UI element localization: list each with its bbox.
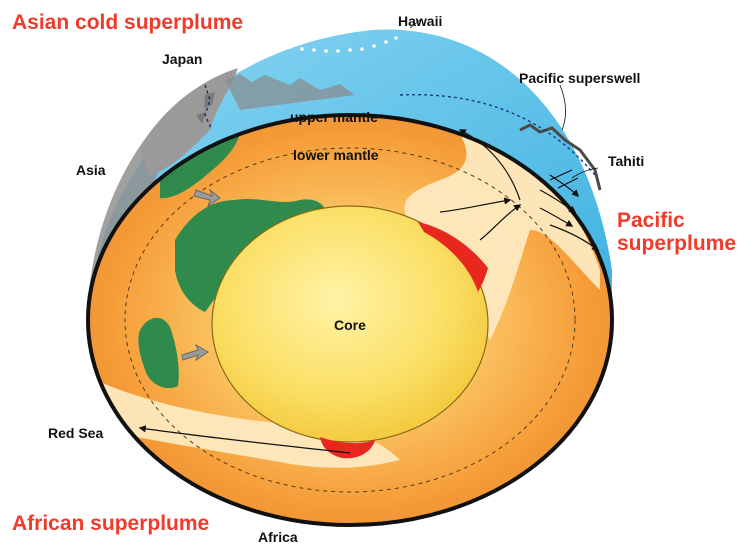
africa-label: Africa xyxy=(258,529,298,545)
pacific-superswell-label: Pacific superswell xyxy=(519,70,640,86)
tahiti-label: Tahiti xyxy=(608,153,644,169)
pacific-superplume-label-line2: superplume xyxy=(617,232,736,255)
japan-label: Japan xyxy=(162,51,202,67)
core-label: Core xyxy=(334,317,366,333)
pacific-superplume-label-line1: Pacific xyxy=(617,209,685,232)
asia-label: Asia xyxy=(76,162,106,178)
lower-mantle-label: lower mantle xyxy=(293,147,379,163)
african-superplume-label: African superplume xyxy=(12,512,209,535)
asian-cold-superplume-label: Asian cold superplume xyxy=(12,11,243,34)
red-sea-label: Red Sea xyxy=(48,425,103,441)
upper-mantle-label: upper mantle xyxy=(290,109,378,125)
hawaii-label: Hawaii xyxy=(398,13,442,29)
